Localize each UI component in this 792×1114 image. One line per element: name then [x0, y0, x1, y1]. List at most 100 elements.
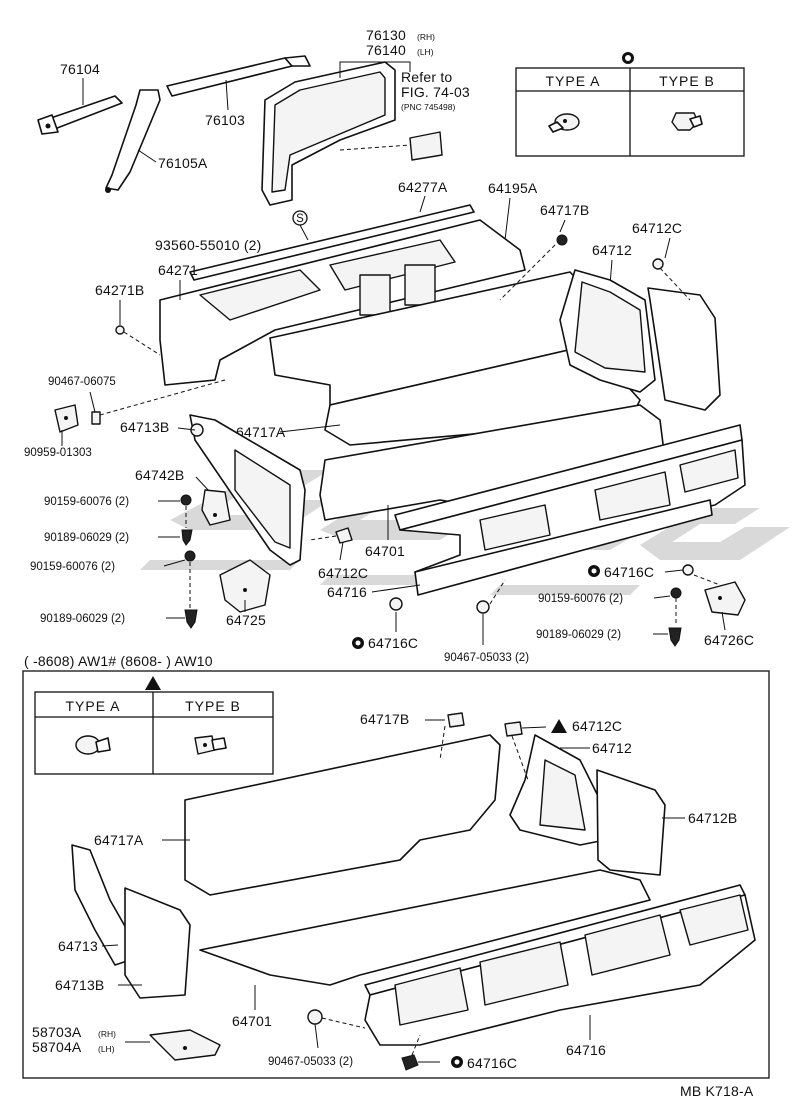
- lower-type-a-header: TYPE A: [65, 698, 120, 714]
- clip-64712c-2[interactable]: [335, 527, 353, 544]
- lower-label-64712: 64712: [592, 740, 632, 756]
- part-64716-rear-panel[interactable]: [394, 424, 746, 596]
- label-64716c-1: 64716C: [368, 635, 418, 651]
- lower-label-64717b: 64717B: [360, 711, 409, 727]
- part-64712-side-trim[interactable]: [559, 269, 721, 411]
- label-64713b: 64713B: [120, 419, 169, 435]
- label-76105a: 76105A: [158, 155, 208, 171]
- part-76104[interactable]: [37, 95, 123, 135]
- label-76140-side: (LH): [417, 47, 434, 57]
- label-s-symbol: S: [296, 213, 304, 225]
- lower-clip-64712c[interactable]: [504, 721, 523, 737]
- screw-90189-3[interactable]: [668, 627, 682, 647]
- label-90189-1: 90189-06029 (2): [44, 532, 129, 544]
- lower-type-b-header: TYPE B: [185, 698, 241, 714]
- bracket-64742b[interactable]: [201, 489, 231, 526]
- lower-label-64716: 64716: [566, 1042, 606, 1058]
- clip-90467-upper[interactable]: [476, 600, 490, 614]
- label-64725: 64725: [226, 612, 266, 628]
- lower-section-frame: [22, 670, 770, 1079]
- lower-part-64716-rear-panel[interactable]: [364, 884, 756, 1046]
- label-64717a: 64717A: [236, 424, 286, 440]
- triangle-symbol: [145, 676, 161, 690]
- label-90189-3: 90189-06029 (2): [536, 629, 621, 641]
- upper-type-b-clip-icon: [671, 112, 703, 131]
- part-76130-trim-panel[interactable]: [261, 61, 396, 206]
- part-64271-panel[interactable]: [159, 219, 526, 386]
- label-refer-fig: FIG. 74-03: [401, 84, 470, 100]
- nut-90159-1[interactable]: [180, 494, 192, 506]
- clip-64271b[interactable]: [115, 325, 125, 335]
- clip-64717b[interactable]: [556, 234, 568, 246]
- clip-64712c[interactable]: [652, 258, 664, 270]
- label-90159-3: 90159-60076 (2): [538, 593, 623, 605]
- label-64712c: 64712C: [632, 220, 682, 236]
- label-refer-pnc: (PNC 745498): [401, 102, 456, 112]
- bracket-64725[interactable]: [219, 559, 271, 613]
- nut-90159-3[interactable]: [670, 587, 682, 599]
- model-range-text: ( -8608) AW1# (8608- ) AW10: [24, 653, 213, 669]
- part-64277a-strip[interactable]: [189, 204, 475, 281]
- bracket-64726c[interactable]: [704, 581, 746, 616]
- lower-label-64716c: 64716C: [467, 1055, 517, 1071]
- lower-type-b-clip-icon: [194, 735, 227, 755]
- lower-circle-symbol-64716c-center: [454, 1059, 460, 1065]
- lower-clip-64716c[interactable]: [401, 1054, 419, 1071]
- label-90189-2: 90189-06029 (2): [40, 613, 125, 625]
- label-76140: 76140: [366, 42, 406, 58]
- screw-90189-1[interactable]: [181, 529, 193, 546]
- lower-type-a-clip-icon: [75, 735, 111, 755]
- lower-clip-64717b[interactable]: [447, 712, 465, 728]
- lower-part-64713b-pad[interactable]: [124, 887, 191, 999]
- part-64713b-side-panel[interactable]: [189, 414, 306, 566]
- lower-label-64712c: 64712C: [572, 718, 622, 734]
- lower-part-64701-carpet[interactable]: [199, 869, 651, 986]
- lower-part-58703a-pad[interactable]: [149, 1029, 221, 1061]
- label-64277a: 64277A: [398, 179, 448, 195]
- nut-90159-2[interactable]: [184, 550, 196, 562]
- label-64195a: 64195A: [488, 180, 538, 196]
- label-93560: 93560-55010 (2): [155, 237, 262, 253]
- bracket-90959[interactable]: [54, 404, 101, 433]
- label-90467-05033-upper: 90467-05033 (2): [444, 652, 529, 664]
- lower-label-58704a-side: (LH): [98, 1044, 115, 1054]
- upper-type-a-clip-icon: [548, 113, 580, 133]
- referenced-pad: [409, 131, 443, 161]
- lower-label-64701: 64701: [232, 1013, 272, 1029]
- lower-label-90467: 90467-05033 (2): [268, 1056, 353, 1068]
- lower-type-table: TYPE A TYPE B: [34, 676, 274, 775]
- circle-symbol-64716c-2-center: [591, 568, 597, 574]
- part-76103[interactable]: [166, 55, 311, 97]
- clip-64716c-2[interactable]: [682, 564, 694, 576]
- label-90159-2: 90159-60076 (2): [30, 561, 115, 573]
- figure-code: MB K718-A: [680, 1083, 754, 1099]
- lower-part-64717a-mat[interactable]: [184, 734, 501, 896]
- label-64742b: 64742B: [135, 467, 184, 483]
- label-76130: 76130: [366, 27, 406, 43]
- label-90959: 90959-01303: [24, 447, 92, 459]
- lower-clip-90467[interactable]: [307, 1009, 323, 1025]
- part-76105a[interactable]: [105, 89, 161, 193]
- label-64701: 64701: [365, 543, 405, 559]
- screw-90189-2[interactable]: [184, 609, 198, 629]
- clip-64716c-upper-left[interactable]: [389, 597, 403, 611]
- label-76104: 76104: [60, 61, 100, 77]
- circle-symbol-64716c-1-center: [355, 640, 361, 646]
- lower-label-58703a: 58703A: [32, 1024, 82, 1040]
- lower-part-64712-side-trim[interactable]: [509, 734, 606, 846]
- label-64716: 64716: [327, 584, 367, 600]
- lower-part-64712b-pad[interactable]: [596, 769, 666, 876]
- lower-label-64717a: 64717A: [94, 832, 144, 848]
- lower-label-64713: 64713: [58, 938, 98, 954]
- lower-label-64712b: 64712B: [688, 810, 737, 826]
- label-90159-1: 90159-60076 (2): [44, 496, 129, 508]
- label-64712c-2: 64712C: [318, 565, 368, 581]
- label-64717b: 64717B: [540, 202, 589, 218]
- lower-label-58704a: 58704A: [32, 1039, 82, 1055]
- label-90467-06075: 90467-06075: [48, 376, 116, 388]
- label-64712: 64712: [592, 242, 632, 258]
- lower-label-58703a-side: (RH): [98, 1029, 116, 1039]
- label-64716c-2: 64716C: [604, 564, 654, 580]
